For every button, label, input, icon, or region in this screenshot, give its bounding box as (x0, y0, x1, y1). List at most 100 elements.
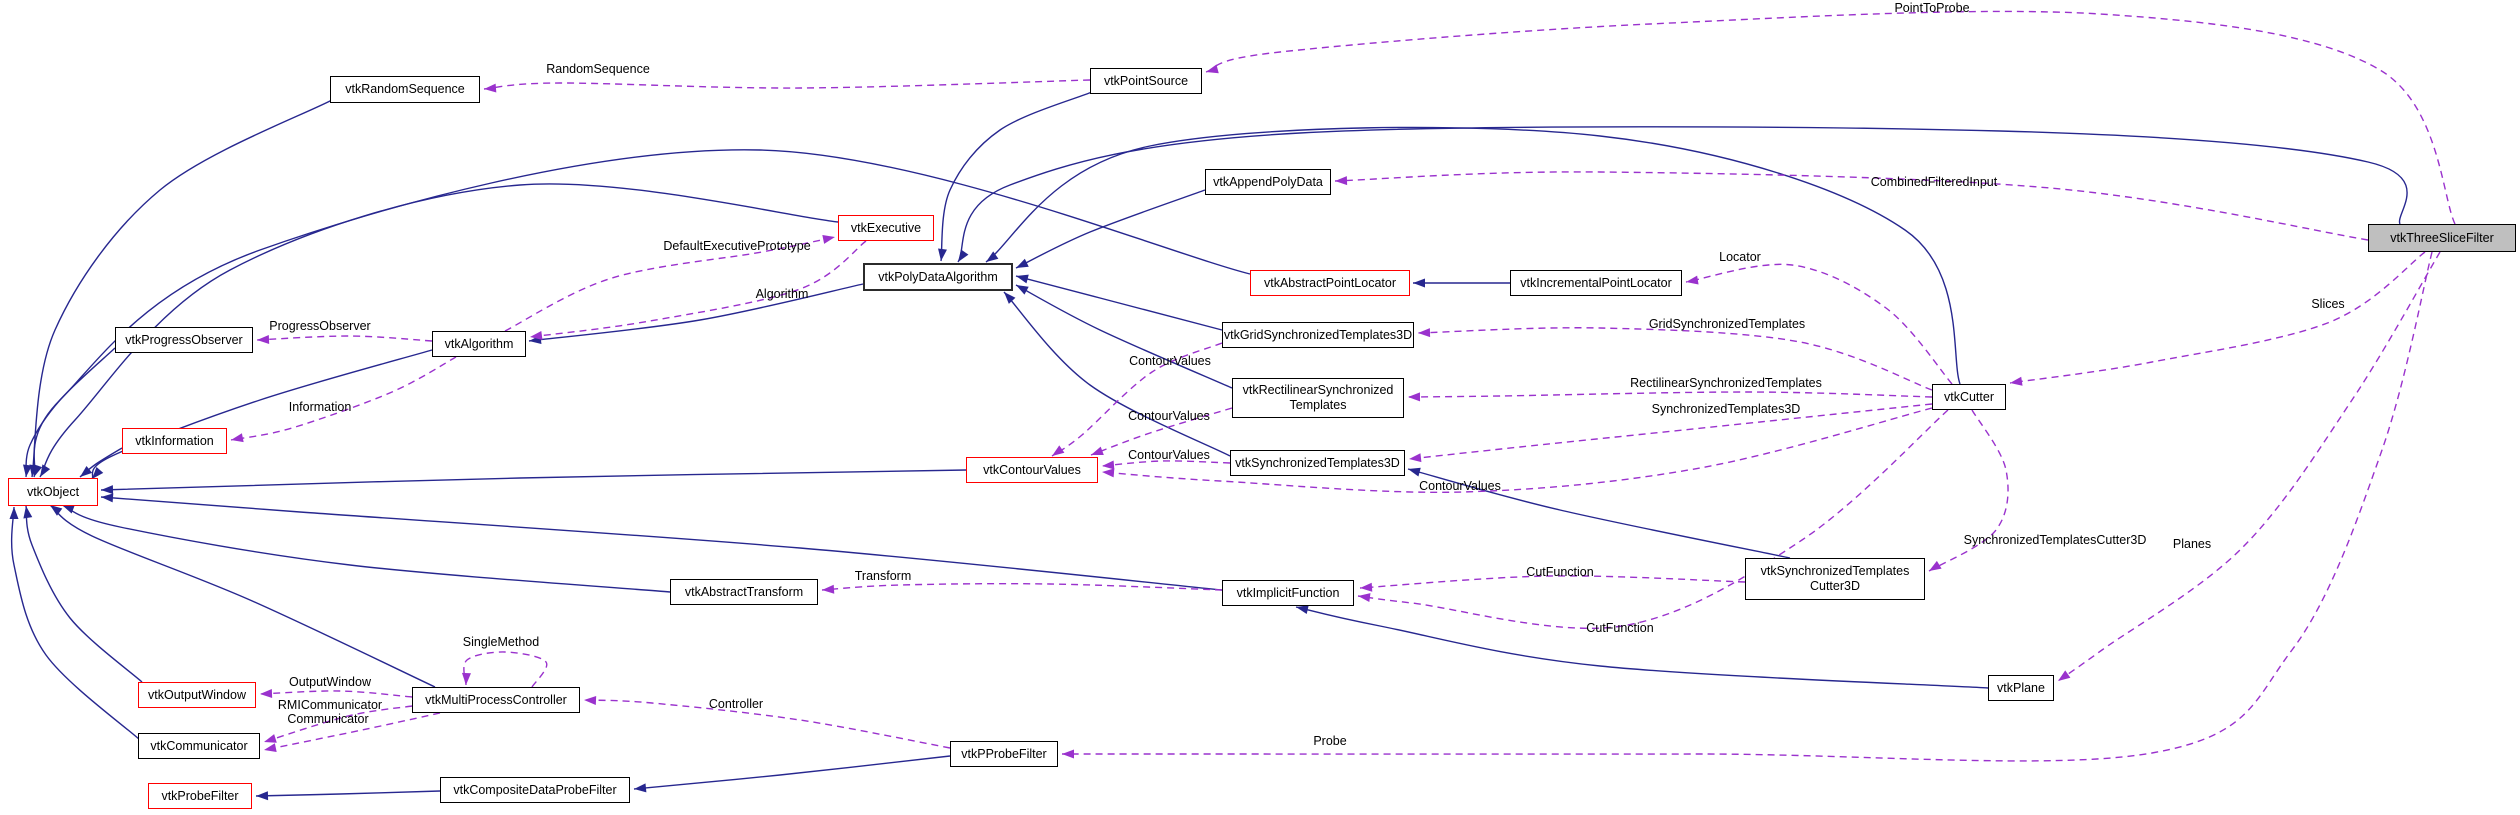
edge-vtkCommunicator-to-vtkObject (10, 506, 141, 741)
node-vtkSynchronizedTemplatesCutter3D[interactable]: vtkSynchronizedTemplates Cutter3D (1745, 558, 1925, 600)
edge-vtkSynchronizedTemplatesCutter3D-to-vtkImplicitFunction (1359, 575, 1746, 589)
node-vtkThreeSliceFilter[interactable]: vtkThreeSliceFilter (2368, 224, 2516, 252)
edge-label-SingleMethod: SingleMethod (463, 635, 539, 649)
edge-label-Planes: Planes (2173, 537, 2211, 551)
edge-label-CombinedFilteredInput: CombinedFilteredInput (1871, 175, 1998, 189)
node-vtkObject[interactable]: vtkObject (8, 478, 98, 506)
node-vtkCutter[interactable]: vtkCutter (1932, 384, 2006, 410)
edge-vtkAlgorithm-to-vtkObject (91, 349, 433, 480)
node-vtkIncrementalPointLocator[interactable]: vtkIncrementalPointLocator (1510, 270, 1682, 296)
node-vtkInformation[interactable]: vtkInformation (122, 428, 227, 454)
arrowhead (23, 506, 33, 519)
arrowhead (1016, 285, 1029, 295)
node-vtkSynchronizedTemplates3D[interactable]: vtkSynchronizedTemplates3D (1230, 450, 1405, 476)
node-vtkRectilinearSynchronizedTemplates[interactable]: vtkRectilinearSynchronized Templates (1232, 378, 1404, 418)
node-vtkCompositeDataProbeFilter[interactable]: vtkCompositeDataProbeFilter (440, 777, 630, 803)
edge-vtkImplicitFunction-to-vtkObject (100, 496, 1223, 591)
node-vtkAppendPolyData[interactable]: vtkAppendPolyData (1205, 169, 1331, 195)
edge-vtkMultiProcessController-to-vtkMultiProcessController (463, 651, 548, 688)
arrowhead (2058, 670, 2071, 681)
edge-vtkCutter-to-vtkSynchronizedTemplatesCutter3D (1928, 409, 2009, 572)
edge-vtkSynchronizedTemplatesCutter3D-to-vtkSynchronizedTemplates3D (1407, 468, 1791, 559)
node-vtkExecutive[interactable]: vtkExecutive (838, 215, 934, 241)
node-vtkPlane[interactable]: vtkPlane (1988, 675, 2054, 701)
edge-label-Algorithm: Algorithm (756, 287, 809, 301)
arrowhead (1413, 278, 1425, 288)
arrowhead (484, 83, 497, 93)
edge-vtkProgressObserver-to-vtkObject (25, 347, 116, 478)
edge-vtkCutter-to-vtkSynchronizedTemplates3D (1408, 403, 1933, 460)
arrowhead (584, 696, 597, 706)
edge-vtkCutter-to-vtkContourValues (1101, 407, 1933, 493)
node-vtkRandomSequence[interactable]: vtkRandomSequence (330, 76, 480, 103)
edge-vtkCompositeDataProbeFilter-to-vtkProbeFilter (255, 790, 441, 797)
arrowhead (1102, 468, 1115, 478)
arrowhead (1418, 328, 1431, 338)
node-vtkImplicitFunction[interactable]: vtkImplicitFunction (1222, 580, 1354, 606)
arrowhead (1360, 582, 1373, 592)
node-vtkGridSynchronizedTemplates3D[interactable]: vtkGridSynchronizedTemplates3D (1222, 322, 1414, 348)
node-vtkContourValues[interactable]: vtkContourValues (966, 457, 1098, 483)
arrowhead (1206, 64, 1219, 74)
arrowhead (1016, 274, 1029, 284)
arrowhead (1929, 560, 1942, 571)
arrowhead (40, 464, 51, 477)
arrowhead (1335, 176, 1348, 186)
edge-vtkCutter-to-vtkRectilinearSynchronizedTemplates (1407, 391, 1933, 398)
edge-label-Slices: Slices (2311, 297, 2344, 311)
node-vtkCommunicator[interactable]: vtkCommunicator (138, 733, 260, 759)
node-vtkPolyDataAlgorithm[interactable]: vtkPolyDataAlgorithm (863, 263, 1013, 291)
arrowhead (231, 433, 244, 443)
arrowhead (1016, 258, 1029, 268)
arrowhead (986, 251, 999, 262)
edge-label-Locator: Locator (1719, 250, 1761, 264)
edge-vtkRandomSequence-to-vtkObject (31, 99, 333, 478)
edge-vtkPProbeFilter-to-vtkMultiProcessController (583, 699, 951, 749)
arrowhead (1409, 453, 1422, 463)
node-vtkProbeFilter[interactable]: vtkProbeFilter (148, 783, 252, 809)
arrowhead (958, 249, 969, 262)
arrowhead (257, 334, 270, 344)
edge-label-Controller: Controller (709, 697, 763, 711)
edge-vtkMultiProcessController-to-vtkOutputWindow (259, 690, 413, 698)
edge-label-Probe: Probe (1313, 734, 1346, 748)
edge-label-CutFunction: CutFunction (1586, 621, 1653, 635)
node-vtkProgressObserver[interactable]: vtkProgressObserver (115, 327, 253, 353)
node-vtkAbstractPointLocator[interactable]: vtkAbstractPointLocator (1250, 270, 1410, 296)
arrowhead (1408, 467, 1421, 477)
edge-vtkAppendPolyData-to-vtkPolyDataAlgorithm (1015, 189, 1206, 269)
edge-vtkThreeSliceFilter-to-vtkPolyDataAlgorithm (957, 126, 2408, 263)
node-vtkPointSource[interactable]: vtkPointSource (1090, 68, 1202, 94)
node-vtkPProbeFilter[interactable]: vtkPProbeFilter (950, 741, 1058, 767)
edge-vtkMultiProcessController-to-vtkCommunicator (263, 712, 441, 751)
edge-label-Transform: Transform (855, 569, 912, 583)
arrowhead (1062, 749, 1074, 759)
arrowhead (1004, 292, 1016, 304)
arrowhead (822, 235, 835, 244)
edge-label-SynchronizedTemplatesCutter3D: SynchronizedTemplatesCutter3D (1964, 533, 2147, 547)
edge-label-PointToProbe: PointToProbe (1894, 1, 1969, 15)
node-vtkOutputWindow[interactable]: vtkOutputWindow (138, 682, 256, 708)
arrowhead (938, 248, 947, 261)
edge-vtkRectilinearSynchronizedTemplates-to-vtkContourValues (1090, 407, 1233, 456)
edge-vtkMultiProcessController-to-vtkCommunicator (263, 705, 413, 743)
edge-vtkGridSynchronizedTemplates3D-to-vtkPolyDataAlgorithm (1015, 275, 1223, 331)
edge-label-RectilinearSynchronizedTemplates: RectilinearSynchronizedTemplates (1630, 376, 1822, 390)
arrowhead (264, 734, 277, 743)
edge-vtkAlgorithm-to-vtkInformation (230, 356, 457, 441)
arrowhead (634, 783, 647, 793)
arrowhead (92, 466, 104, 479)
arrowhead (80, 465, 93, 477)
node-vtkMultiProcessController[interactable]: vtkMultiProcessController (412, 687, 580, 713)
arrowhead (822, 584, 835, 594)
node-vtkAbstractTransform[interactable]: vtkAbstractTransform (670, 579, 818, 605)
edge-vtkContourValues-to-vtkObject (100, 469, 967, 491)
edge-vtkCutter-to-vtkPolyDataAlgorithm (985, 126, 1961, 385)
node-vtkAlgorithm[interactable]: vtkAlgorithm (432, 331, 526, 357)
edge-label-ContourValues: ContourValues (1129, 354, 1211, 368)
edge-label-DefaultExecutivePrototype: DefaultExecutivePrototype (663, 239, 810, 253)
arrowhead (256, 791, 269, 801)
arrowhead (62, 505, 75, 514)
